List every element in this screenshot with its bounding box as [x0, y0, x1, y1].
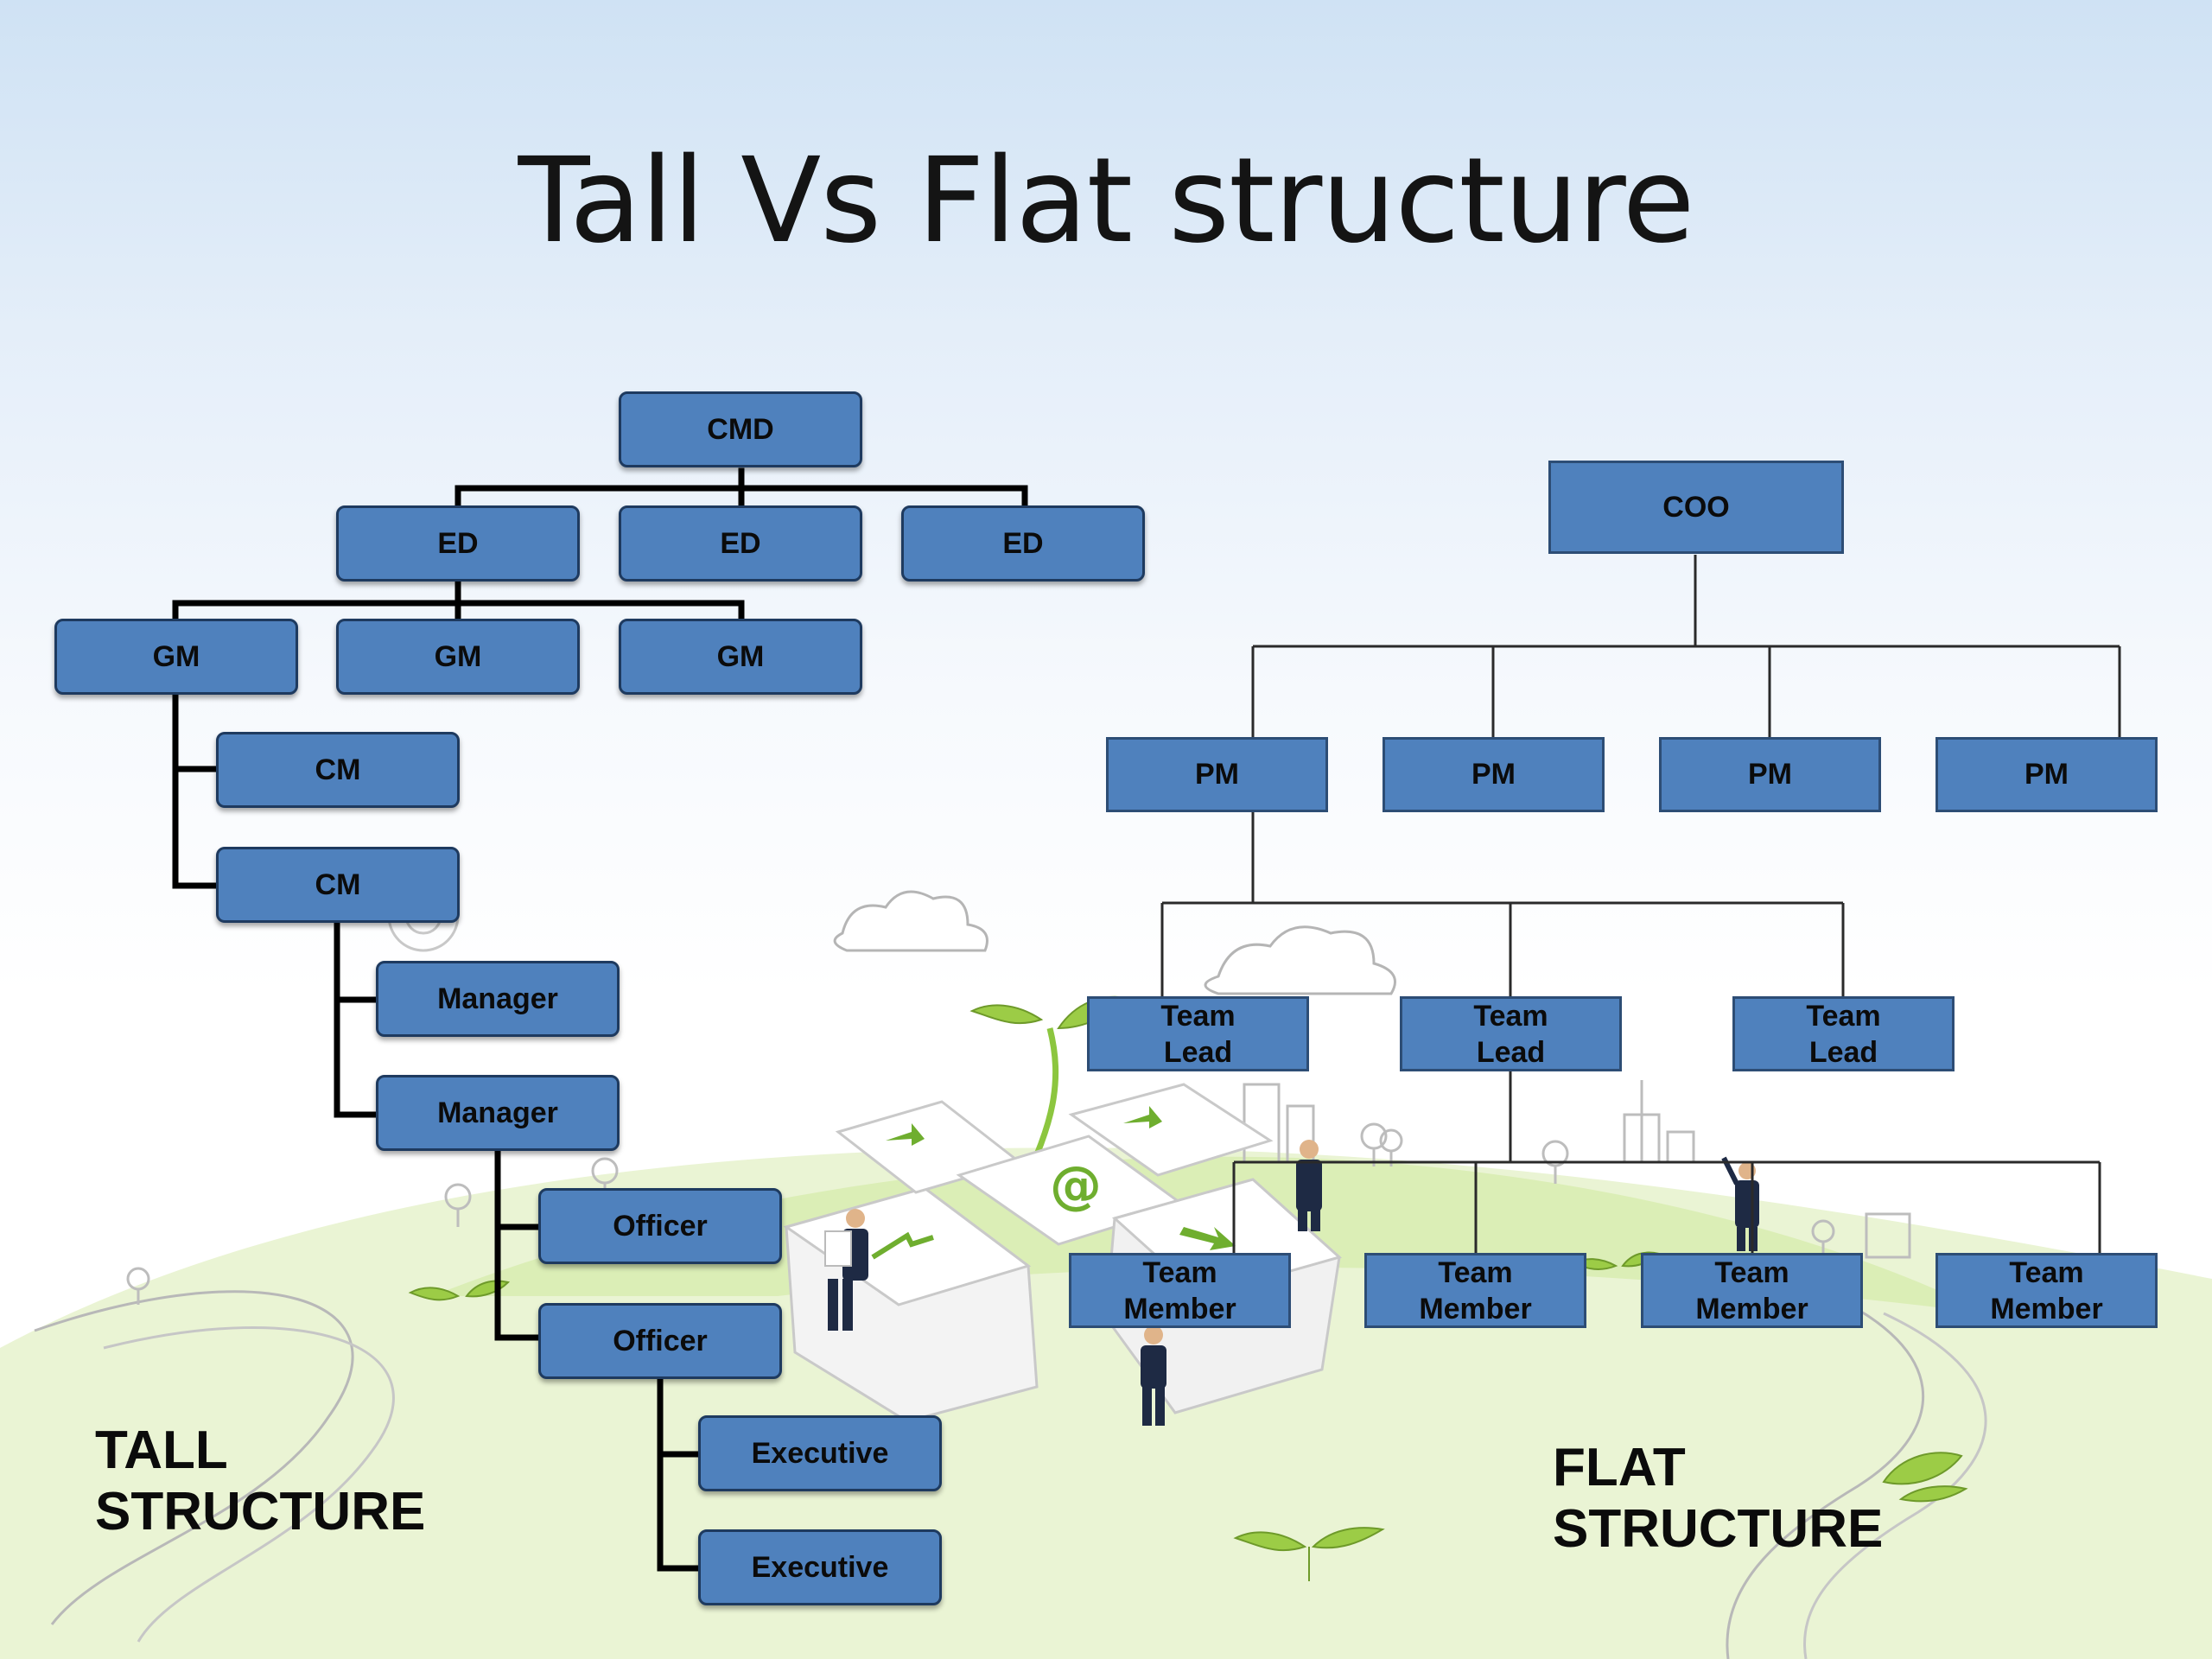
- node-team-member: Team Member: [1069, 1253, 1291, 1328]
- node-team-lead: Team Lead: [1087, 996, 1309, 1071]
- node-gm: GM: [619, 619, 862, 695]
- node-team-member: Team Member: [1936, 1253, 2158, 1328]
- tall-structure-label: TALL STRUCTURE: [95, 1420, 425, 1543]
- team-member-label: Team Member: [1419, 1255, 1532, 1325]
- node-ed: ED: [901, 505, 1145, 582]
- tall-label-line2: STRUCTURE: [95, 1482, 426, 1542]
- node-gm: GM: [54, 619, 298, 695]
- team-member-label: Team Member: [1990, 1255, 2103, 1325]
- node-coo: COO: [1548, 461, 1844, 554]
- road-left-2: [103, 1326, 395, 1643]
- node-officer: Officer: [538, 1303, 782, 1379]
- node-ed: ED: [336, 505, 580, 582]
- node-team-lead: Team Lead: [1732, 996, 1955, 1071]
- road-right: [1726, 1294, 1925, 1659]
- node-manager: Manager: [376, 961, 620, 1037]
- person-icon: [1296, 1140, 1322, 1231]
- tall-connectors: [172, 467, 1028, 1572]
- node-pm: PM: [1382, 737, 1605, 812]
- node-cm: CM: [216, 847, 460, 923]
- team-member-label: Team Member: [1123, 1255, 1236, 1325]
- node-pm: PM: [1106, 737, 1328, 812]
- node-team-lead: Team Lead: [1400, 996, 1622, 1071]
- team-lead-label: Team Lead: [1806, 999, 1881, 1069]
- right-arrow-key-glyph: [1179, 1227, 1236, 1250]
- node-pm: PM: [1936, 737, 2158, 812]
- node-officer: Officer: [538, 1188, 782, 1264]
- cloud-icon: [833, 890, 988, 952]
- flat-label-line1: FLAT: [1553, 1438, 1686, 1497]
- flat-label-line2: STRUCTURE: [1553, 1499, 1884, 1560]
- cloud-icon: [1204, 925, 1396, 995]
- node-ed: ED: [619, 505, 862, 582]
- tall-label-line1: TALL: [95, 1421, 228, 1480]
- person-icon: [1141, 1325, 1166, 1426]
- node-pm: PM: [1659, 737, 1881, 812]
- road-right-2: [1803, 1312, 1987, 1659]
- team-lead-label: Team Lead: [1473, 999, 1548, 1069]
- flat-structure-label: FLAT STRUCTURE: [1553, 1437, 1883, 1560]
- flat-connectors: [1160, 555, 2121, 1253]
- up-arrow-key: [1068, 1083, 1274, 1177]
- node-cmd: CMD: [619, 391, 862, 467]
- at-key-glyph: @: [1050, 1155, 1102, 1216]
- node-manager: Manager: [376, 1075, 620, 1151]
- small-trees: [126, 1122, 1835, 1305]
- node-executive: Executive: [698, 1529, 942, 1605]
- team-lead-label: Team Lead: [1160, 999, 1236, 1069]
- team-member-label: Team Member: [1695, 1255, 1808, 1325]
- left-arrow-key-glyph: [871, 1231, 934, 1260]
- road-left: [34, 1290, 354, 1625]
- node-executive: Executive: [698, 1415, 942, 1491]
- page-title: Tall Vs Flat structure: [518, 133, 1695, 270]
- node-team-member: Team Member: [1364, 1253, 1586, 1328]
- person-icon: [824, 1209, 868, 1331]
- node-team-member: Team Member: [1641, 1253, 1863, 1328]
- node-cm: CM: [216, 732, 460, 808]
- node-gm: GM: [336, 619, 580, 695]
